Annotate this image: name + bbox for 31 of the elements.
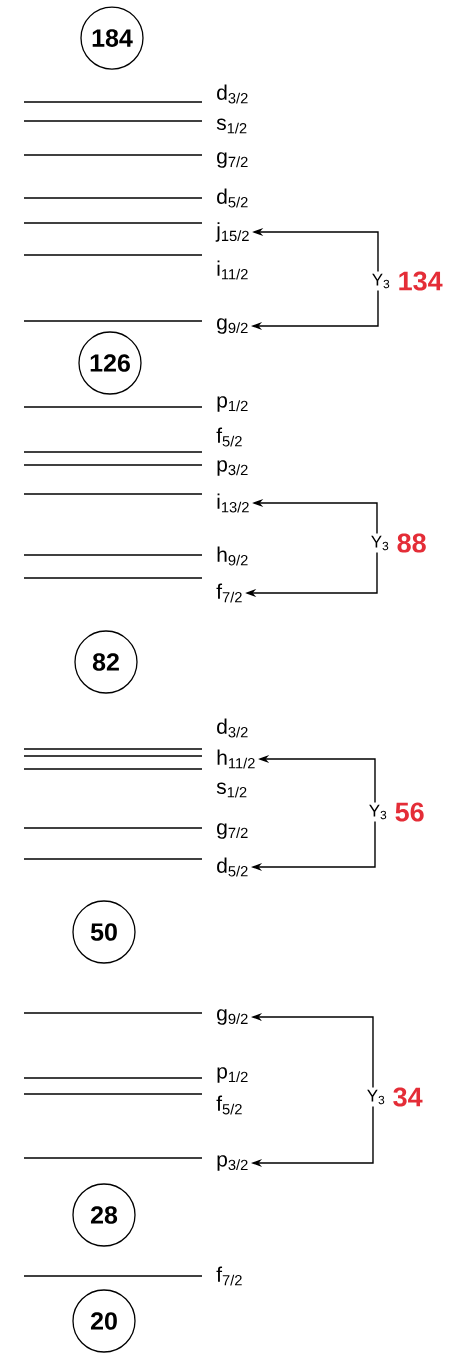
level-label: d$_{3/2}$ [217, 84, 248, 104]
shell-gap-number: 134 [399, 271, 443, 291]
level-label: d$_{3/2}$ [217, 718, 248, 738]
level-label: g$_{9/2}$ [217, 1009, 248, 1025]
level-label: g$_{9/2}$ [217, 318, 248, 334]
shell-gap-number: 56 [395, 802, 424, 822]
level-label: h$_{9/2}$ [217, 546, 248, 566]
level-label: i$_{13/2}$ [217, 493, 249, 513]
level-label: g$_{7/2}$ [217, 823, 248, 839]
level-label: d$_{5/2}$ [217, 857, 248, 877]
level-label: p$_{1/2}$ [217, 1067, 248, 1083]
level-label: i$_{11/2}$ [217, 260, 248, 280]
level-label: p$_{3/2}$ [217, 1155, 248, 1171]
level-label: f$_{7/2}$ [216, 1266, 242, 1286]
level-label: s$_{1/2}$ [216, 118, 247, 134]
level-label: d$_{5/2}$ [217, 188, 248, 208]
level-label: p$_{1/2}$ [217, 396, 248, 412]
level-label: j$_{15/2}$ [215, 222, 249, 242]
level-label: h$_{11/2}$ [217, 749, 255, 769]
level-label: s$_{1/2}$ [216, 782, 247, 798]
level-label: p$_{3/2}$ [217, 460, 248, 476]
operator-label: Y$_{3}$ [372, 273, 390, 289]
level-label: f$_{5/2}$ [216, 1095, 242, 1115]
operator-label: Y$_{3}$ [367, 1089, 385, 1105]
shell-gap-number: 88 [397, 533, 426, 553]
level-label: g$_{7/2}$ [217, 152, 248, 168]
level-label: f$_{5/2}$ [216, 427, 242, 447]
operator-label: Y$_{3}$ [371, 535, 389, 551]
shell-gap-number: 34 [393, 1087, 423, 1107]
operator-label: Y$_{3}$ [369, 804, 387, 820]
level-label: f$_{7/2}$ [216, 583, 242, 603]
